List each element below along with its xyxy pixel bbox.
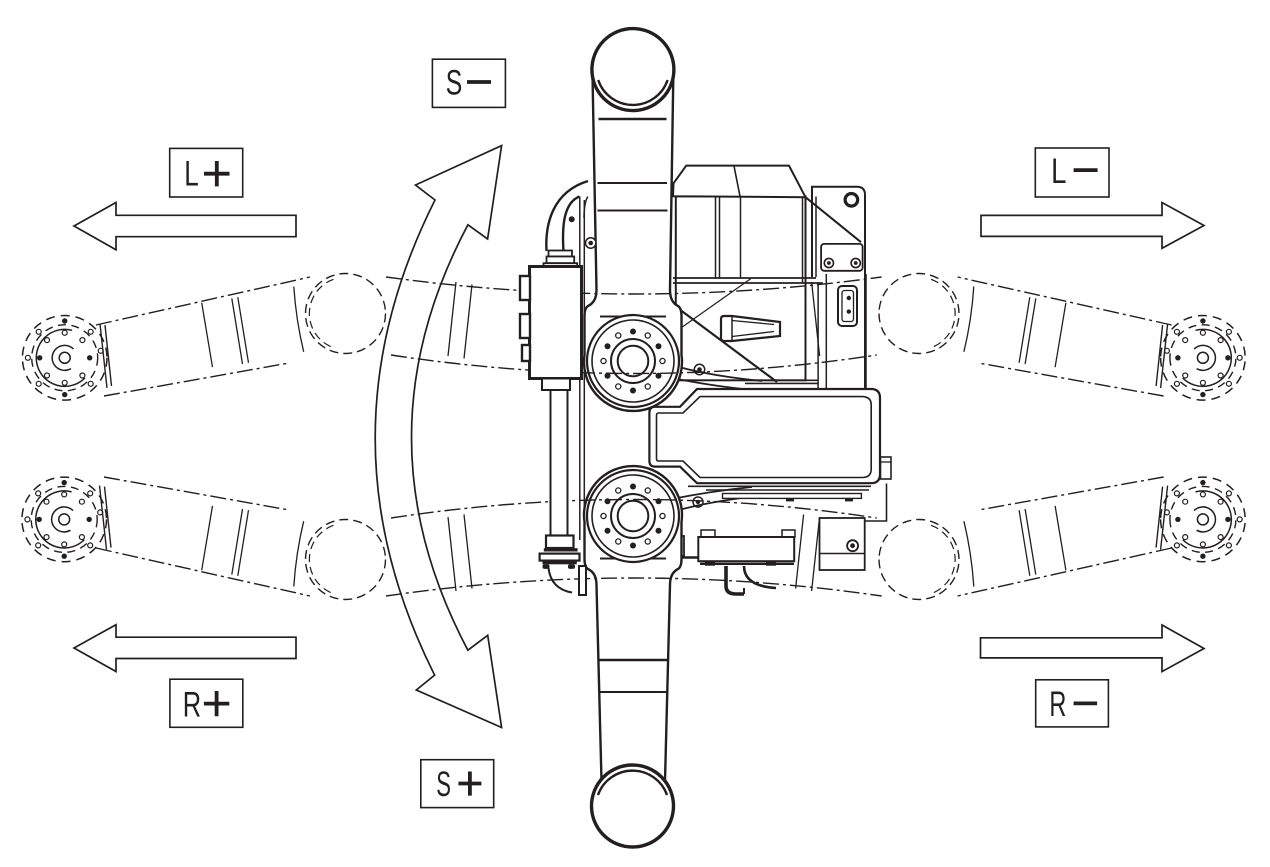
svg-text:S: S <box>436 765 451 804</box>
svg-text:L: L <box>1051 152 1066 191</box>
svg-text:L: L <box>184 155 199 194</box>
svg-text:S: S <box>446 64 463 103</box>
svg-text:R: R <box>183 685 201 724</box>
svg-text:R: R <box>1049 685 1066 724</box>
